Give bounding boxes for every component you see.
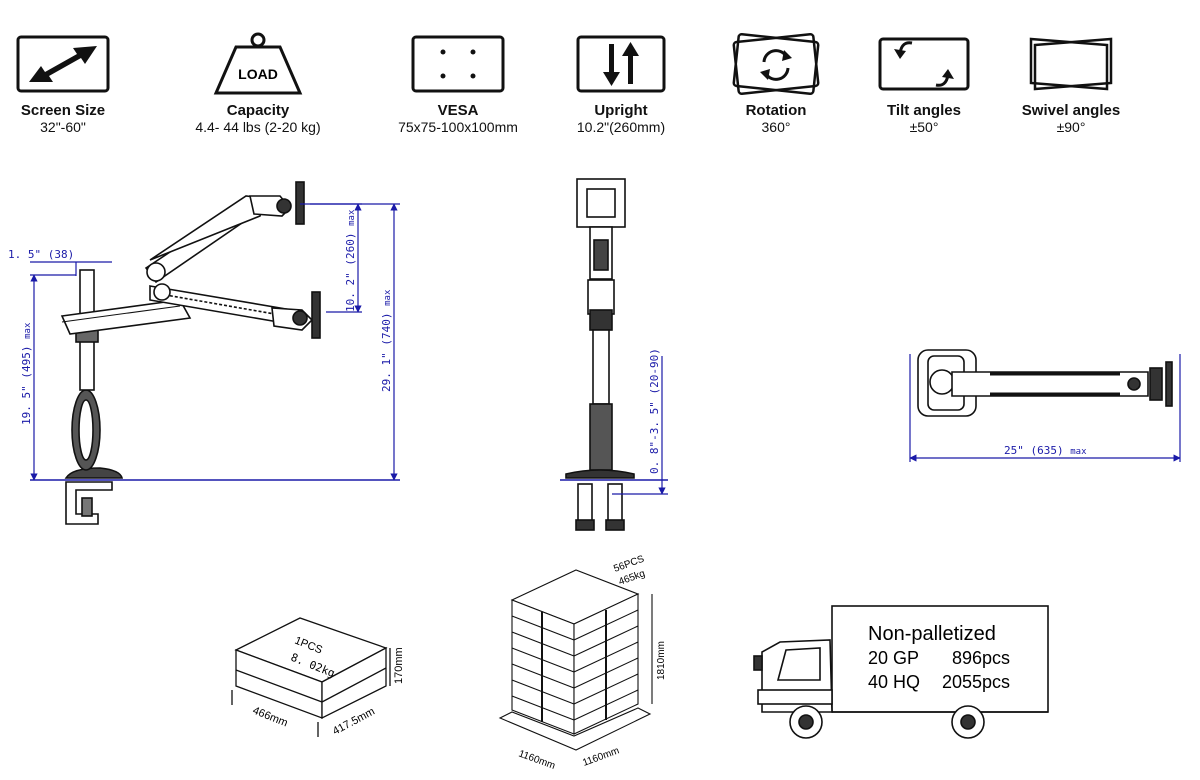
- pole-height-suffix: max: [23, 322, 33, 339]
- clamp-range-label: 0. 8"-3. 5" (20-90): [648, 348, 661, 474]
- pole-height-value: 19. 5" (495): [20, 346, 33, 425]
- top-view-dimensions: [909, 354, 1181, 462]
- diagonal-arrow-icon: [16, 35, 110, 93]
- max-height-label: 29. 1" (740) max: [380, 289, 393, 392]
- truck-row-20gp-value: 896pcs: [952, 648, 1010, 668]
- rotation-icon: [732, 33, 820, 95]
- truck-row-40hq-value: 2055pcs: [942, 672, 1010, 692]
- truck-drawing: [753, 605, 1049, 739]
- spec-vesa: VESA 75x75-100x100mm: [383, 28, 533, 135]
- extension-value: 25" (635): [1004, 444, 1064, 457]
- spec-value: 75x75-100x100mm: [398, 119, 518, 135]
- truck-row-40hq-label: 40 HQ: [868, 672, 920, 692]
- truck-row-20gp-label: 20 GP: [868, 648, 919, 668]
- side-view-drawing: [30, 181, 400, 525]
- upright-range-label: 10. 2" (260) max: [344, 209, 357, 312]
- pallet-length: 1160mm: [517, 748, 557, 771]
- spec-title: Upright: [594, 102, 648, 119]
- weight-icon: LOAD: [213, 32, 303, 95]
- spec-value: 10.2"(260mm): [576, 119, 666, 135]
- max-height-suffix: max: [383, 289, 393, 306]
- pallet-height: 1810mm: [656, 641, 667, 680]
- pole-height-label: 19. 5" (495) max: [20, 322, 33, 425]
- top-view-drawing: [917, 349, 1173, 417]
- extension-label: 25" (635) max: [1004, 444, 1087, 457]
- spec-value: 360°: [761, 119, 791, 135]
- pallet-drawing: [498, 569, 653, 751]
- spec-swivel: Swivel angles ±90°: [996, 28, 1146, 135]
- spec-value: 32"-60": [40, 119, 86, 135]
- max-height-value: 29. 1" (740): [380, 313, 393, 392]
- truck-title: Non-palletized: [868, 623, 996, 645]
- upright-range-value: 10. 2" (260): [344, 233, 357, 312]
- spec-title: Rotation: [745, 102, 807, 119]
- spec-title: VESA: [437, 102, 479, 119]
- box-length: 466mm: [251, 705, 290, 730]
- weight-icon-label: LOAD: [238, 66, 278, 82]
- tilt-icon: [878, 37, 970, 91]
- spec-value: ±90°: [1056, 119, 1086, 135]
- pole-offset-label: 1. 5" (38): [8, 248, 74, 261]
- spec-capacity: LOAD Capacity 4.4- 44 lbs (2-20 kg): [183, 28, 333, 135]
- spec-value: 4.4- 44 lbs (2-20 kg): [195, 119, 321, 135]
- spec-screen-size: Screen Size 32"-60": [0, 28, 138, 135]
- spec-title: Screen Size: [20, 102, 106, 119]
- spec-title: Capacity: [226, 102, 290, 119]
- spec-title: Tilt angles: [887, 102, 961, 119]
- swivel-icon: [1029, 37, 1113, 91]
- side-view-dimensions: [30, 203, 400, 481]
- up-down-arrows-icon: [576, 35, 666, 93]
- spec-title: Swivel angles: [1021, 102, 1121, 119]
- pallet-width: 1160mm: [581, 745, 621, 768]
- spec-upright: Upright 10.2"(260mm): [546, 28, 696, 135]
- front-view-dimensions: [612, 356, 668, 495]
- extension-suffix: max: [1070, 447, 1087, 457]
- spec-rotation: Rotation 360°: [701, 28, 851, 135]
- upright-range-suffix: max: [347, 209, 357, 226]
- spec-tilt: Tilt angles ±50°: [849, 28, 999, 135]
- single-box-drawing: [231, 617, 391, 737]
- box-height: 170mm: [393, 647, 405, 684]
- front-view-drawing: [560, 178, 668, 531]
- spec-value: ±50°: [909, 119, 939, 135]
- vesa-plate-icon: [411, 35, 505, 93]
